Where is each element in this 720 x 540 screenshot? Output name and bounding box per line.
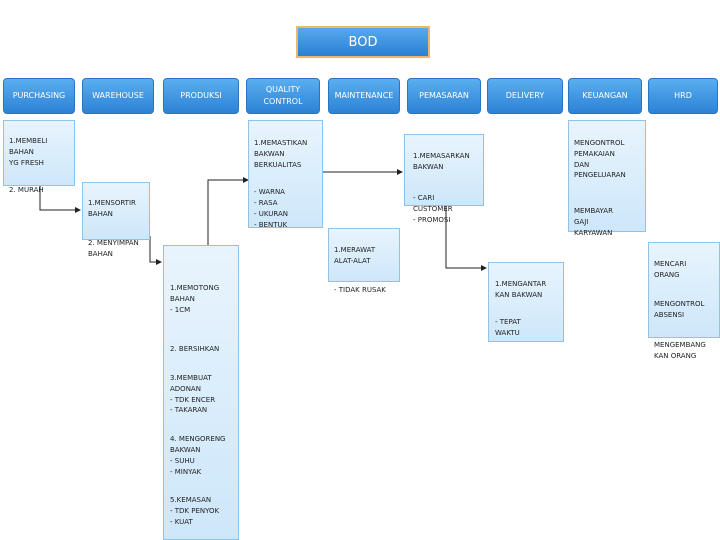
tasks-purchasing: 1.MEMBELI BAHAN YG FRESH 2. MURAH (3, 120, 75, 194)
dept-delivery: DELIVERY (487, 78, 563, 114)
tasks-hrd: MENCARI ORANG MENGONTROL ABSENSI MENGEMB… (648, 242, 720, 360)
arrow-purchasing-warehouse (39, 185, 81, 213)
task-text: 1.MERAWAT ALAT-ALAT (334, 245, 376, 265)
arrow-pemasaran-delivery (445, 206, 487, 271)
task-text: 1.MENGANTAR KAN BAKWAN (495, 279, 547, 299)
task-text: 2. MURAH (9, 186, 44, 195)
tasks-quality-control: 1.MEMASTIKAN BAKWAN BERKUALITAS - WARNA … (248, 120, 323, 229)
tasks-produksi: 1.MEMOTONG BAHAN - 1CM 2. BERSIHKAN 3.ME… (163, 245, 239, 540)
dept-produksi: PRODUKSI (163, 78, 239, 114)
dept-keuangan: KEUANGAN (568, 78, 642, 114)
task-text: 1.MEMOTONG BAHAN - 1CM (170, 283, 220, 314)
dept-purchasing: PURCHASING (3, 78, 75, 114)
task-text: MENCARI ORANG (654, 259, 687, 279)
task-text: 2. MENYIMPAN BAHAN (88, 239, 139, 259)
tasks-delivery: 1.MENGANTAR KAN BAKWAN - TEPAT WAKTU (488, 262, 564, 342)
tasks-warehouse: 1.MENSORTIR BAHAN 2. MENYIMPAN BAHAN (82, 182, 150, 258)
task-text: MENGEMBANG KAN ORANG (654, 340, 706, 360)
dept-warehouse: WAREHOUSE (82, 78, 154, 114)
task-text: - TIDAK RUSAK (334, 286, 386, 295)
tasks-keuangan: MENGONTROL PEMAKAIAN DAN PENGELUARAN MEM… (568, 120, 646, 237)
dept-maintenance: MAINTENANCE (328, 78, 400, 114)
arrow-produksi-qc (207, 177, 249, 245)
dept-hrd: HRD (648, 78, 718, 114)
task-text: MEMBAYAR GAJI KARYAWAN (574, 207, 613, 237)
bod-header: BOD (296, 26, 430, 58)
arrow-warehouse-produksi (149, 236, 162, 265)
task-text: 5.KEMASAN - TDK PENYOK - KUAT (170, 496, 220, 527)
task-text: 1.MENSORTIR BAHAN (88, 198, 136, 218)
task-text: 1.MEMASARKAN BAKWAN (413, 151, 470, 171)
task-text: 1.MEMBELI BAHAN YG FRESH (9, 136, 48, 167)
dept-pemasaran: PEMASARAN (407, 78, 481, 114)
dept-quality-control: QUALITY CONTROL (246, 78, 320, 114)
task-text: 3.MEMBUAT ADONAN - TDK ENCER - TAKARAN (170, 373, 216, 415)
task-text: - WARNA - RASA - UKURAN - BENTUK (254, 188, 289, 229)
task-text: - CARI CUSTOMER - PROMOSI (413, 194, 453, 225)
task-text: 1.MEMASTIKAN BAKWAN BERKUALITAS (254, 138, 308, 169)
task-text: MENGONTROL PEMAKAIAN DAN PENGELUARAN (574, 138, 626, 180)
task-text: MENGONTROL ABSENSI (654, 300, 705, 320)
task-text: - TEPAT WAKTU (495, 318, 521, 338)
task-text: 4. MENGORENG BAKWAN - SUHU - MINYAK (170, 435, 226, 476)
tasks-maintenance: 1.MERAWAT ALAT-ALAT - TIDAK RUSAK (328, 228, 400, 294)
tasks-pemasaran: 1.MEMASARKAN BAKWAN - CARI CUSTOMER - PR… (404, 134, 484, 224)
task-text: 2. BERSIHKAN (170, 345, 220, 354)
